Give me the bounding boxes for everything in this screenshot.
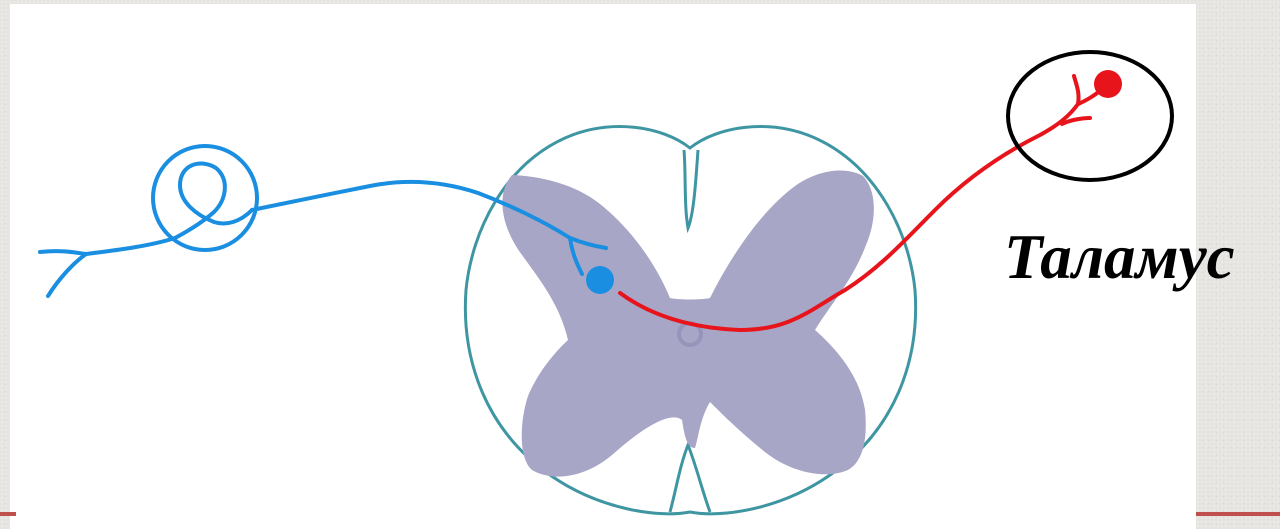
thalamus-label: Таламус xyxy=(1004,226,1235,289)
first-neuron-terminal xyxy=(586,266,614,294)
second-neuron-cell-body xyxy=(1094,70,1122,98)
ventral-median-fissure xyxy=(670,445,710,512)
dorsal-median-septum xyxy=(684,150,698,228)
